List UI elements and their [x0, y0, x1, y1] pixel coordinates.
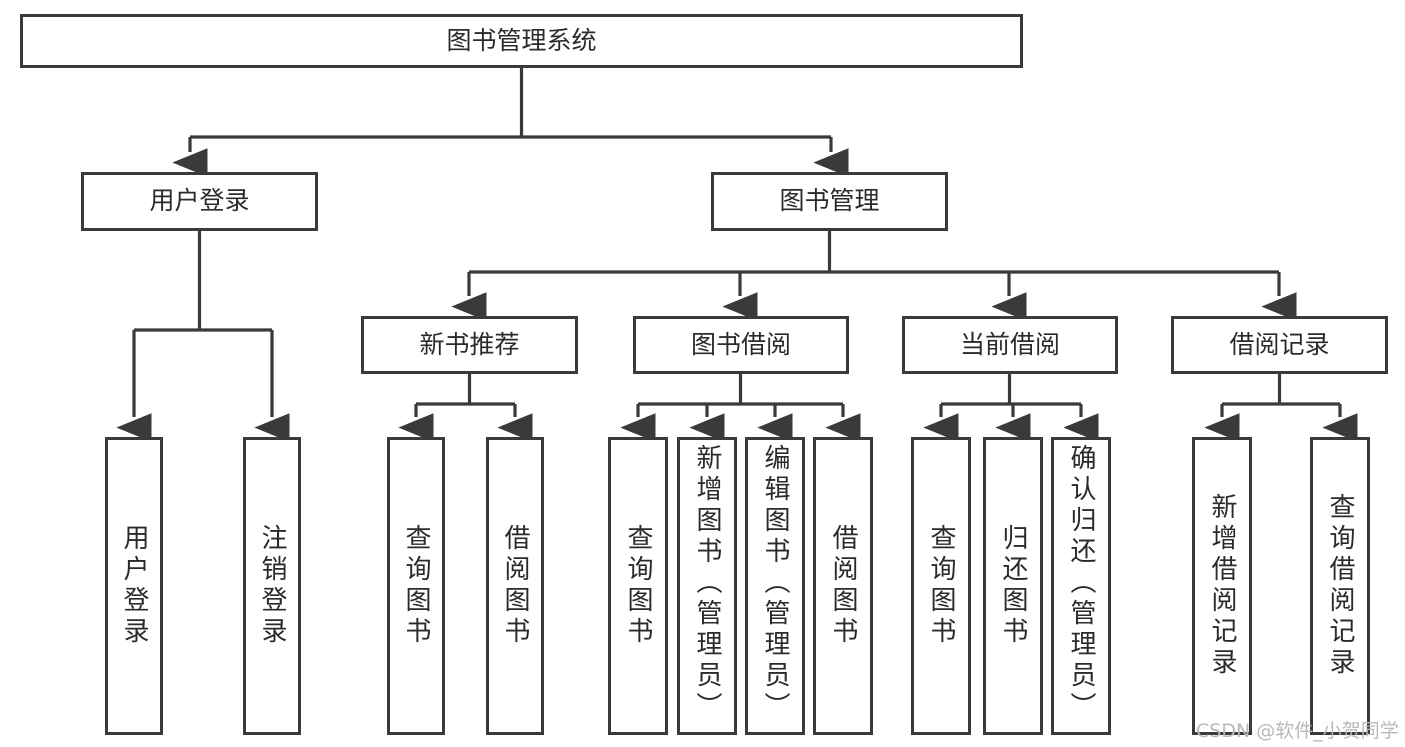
node-leaf-borrow-book[interactable]: 借阅图书 [813, 437, 873, 735]
node-leaf-query-book-borrow[interactable]: 查询图书 [608, 437, 668, 735]
node-leaf-borrow-book-recommend[interactable]: 借阅图书 [486, 437, 544, 735]
node-label: 用户登录 [149, 186, 250, 216]
node-leaf-user-login[interactable]: 用户登录 [105, 437, 163, 735]
node-label: 编辑图书（管理员） [760, 444, 790, 723]
node-label: 查询图书 [623, 524, 653, 648]
node-root-system[interactable]: 图书管理系统 [20, 14, 1023, 68]
node-label: 图书借阅 [690, 329, 791, 359]
node-label: 图书管理 [779, 186, 880, 216]
node-leaf-return-book[interactable]: 归还图书 [983, 437, 1043, 735]
csdn-watermark: CSDN @软件_小贺同学 [1196, 720, 1399, 742]
node-leaf-add-borrow-record[interactable]: 新增借阅记录 [1192, 437, 1252, 735]
node-user-login[interactable]: 用户登录 [81, 172, 318, 231]
node-label: 查询图书 [926, 524, 956, 648]
node-label: 用户登录 [119, 524, 149, 648]
node-leaf-add-book[interactable]: 新增图书（管理员） [677, 437, 737, 735]
node-leaf-query-book-recommend[interactable]: 查询图书 [387, 437, 445, 735]
node-leaf-query-borrow-record[interactable]: 查询借阅记录 [1310, 437, 1370, 735]
node-new-book-recommend[interactable]: 新书推荐 [361, 316, 578, 374]
node-leaf-logout-login[interactable]: 注销登录 [243, 437, 301, 735]
node-leaf-query-book-current[interactable]: 查询图书 [911, 437, 971, 735]
node-label: 查询借阅记录 [1325, 493, 1355, 679]
node-book-manage[interactable]: 图书管理 [711, 172, 948, 231]
node-label: 归还图书 [998, 524, 1028, 648]
node-leaf-confirm-return[interactable]: 确认归还（管理员） [1051, 437, 1111, 735]
node-current-borrow[interactable]: 当前借阅 [902, 316, 1118, 374]
node-label: 当前借阅 [959, 329, 1060, 359]
node-leaf-edit-book[interactable]: 编辑图书（管理员） [745, 437, 805, 735]
node-label: 借阅记录 [1229, 329, 1330, 359]
node-label: 新增借阅记录 [1207, 493, 1237, 679]
node-label: 图书管理系统 [446, 25, 597, 55]
node-label: 查询图书 [401, 524, 431, 648]
node-book-borrow[interactable]: 图书借阅 [633, 316, 849, 374]
node-label: 确认归还（管理员） [1066, 444, 1096, 723]
node-label: 借阅图书 [828, 524, 858, 648]
node-label: 新增图书（管理员） [692, 444, 722, 723]
node-borrow-record[interactable]: 借阅记录 [1171, 316, 1388, 374]
node-label: 借阅图书 [500, 524, 530, 648]
node-label: 注销登录 [257, 524, 287, 648]
node-label: 新书推荐 [419, 329, 520, 359]
